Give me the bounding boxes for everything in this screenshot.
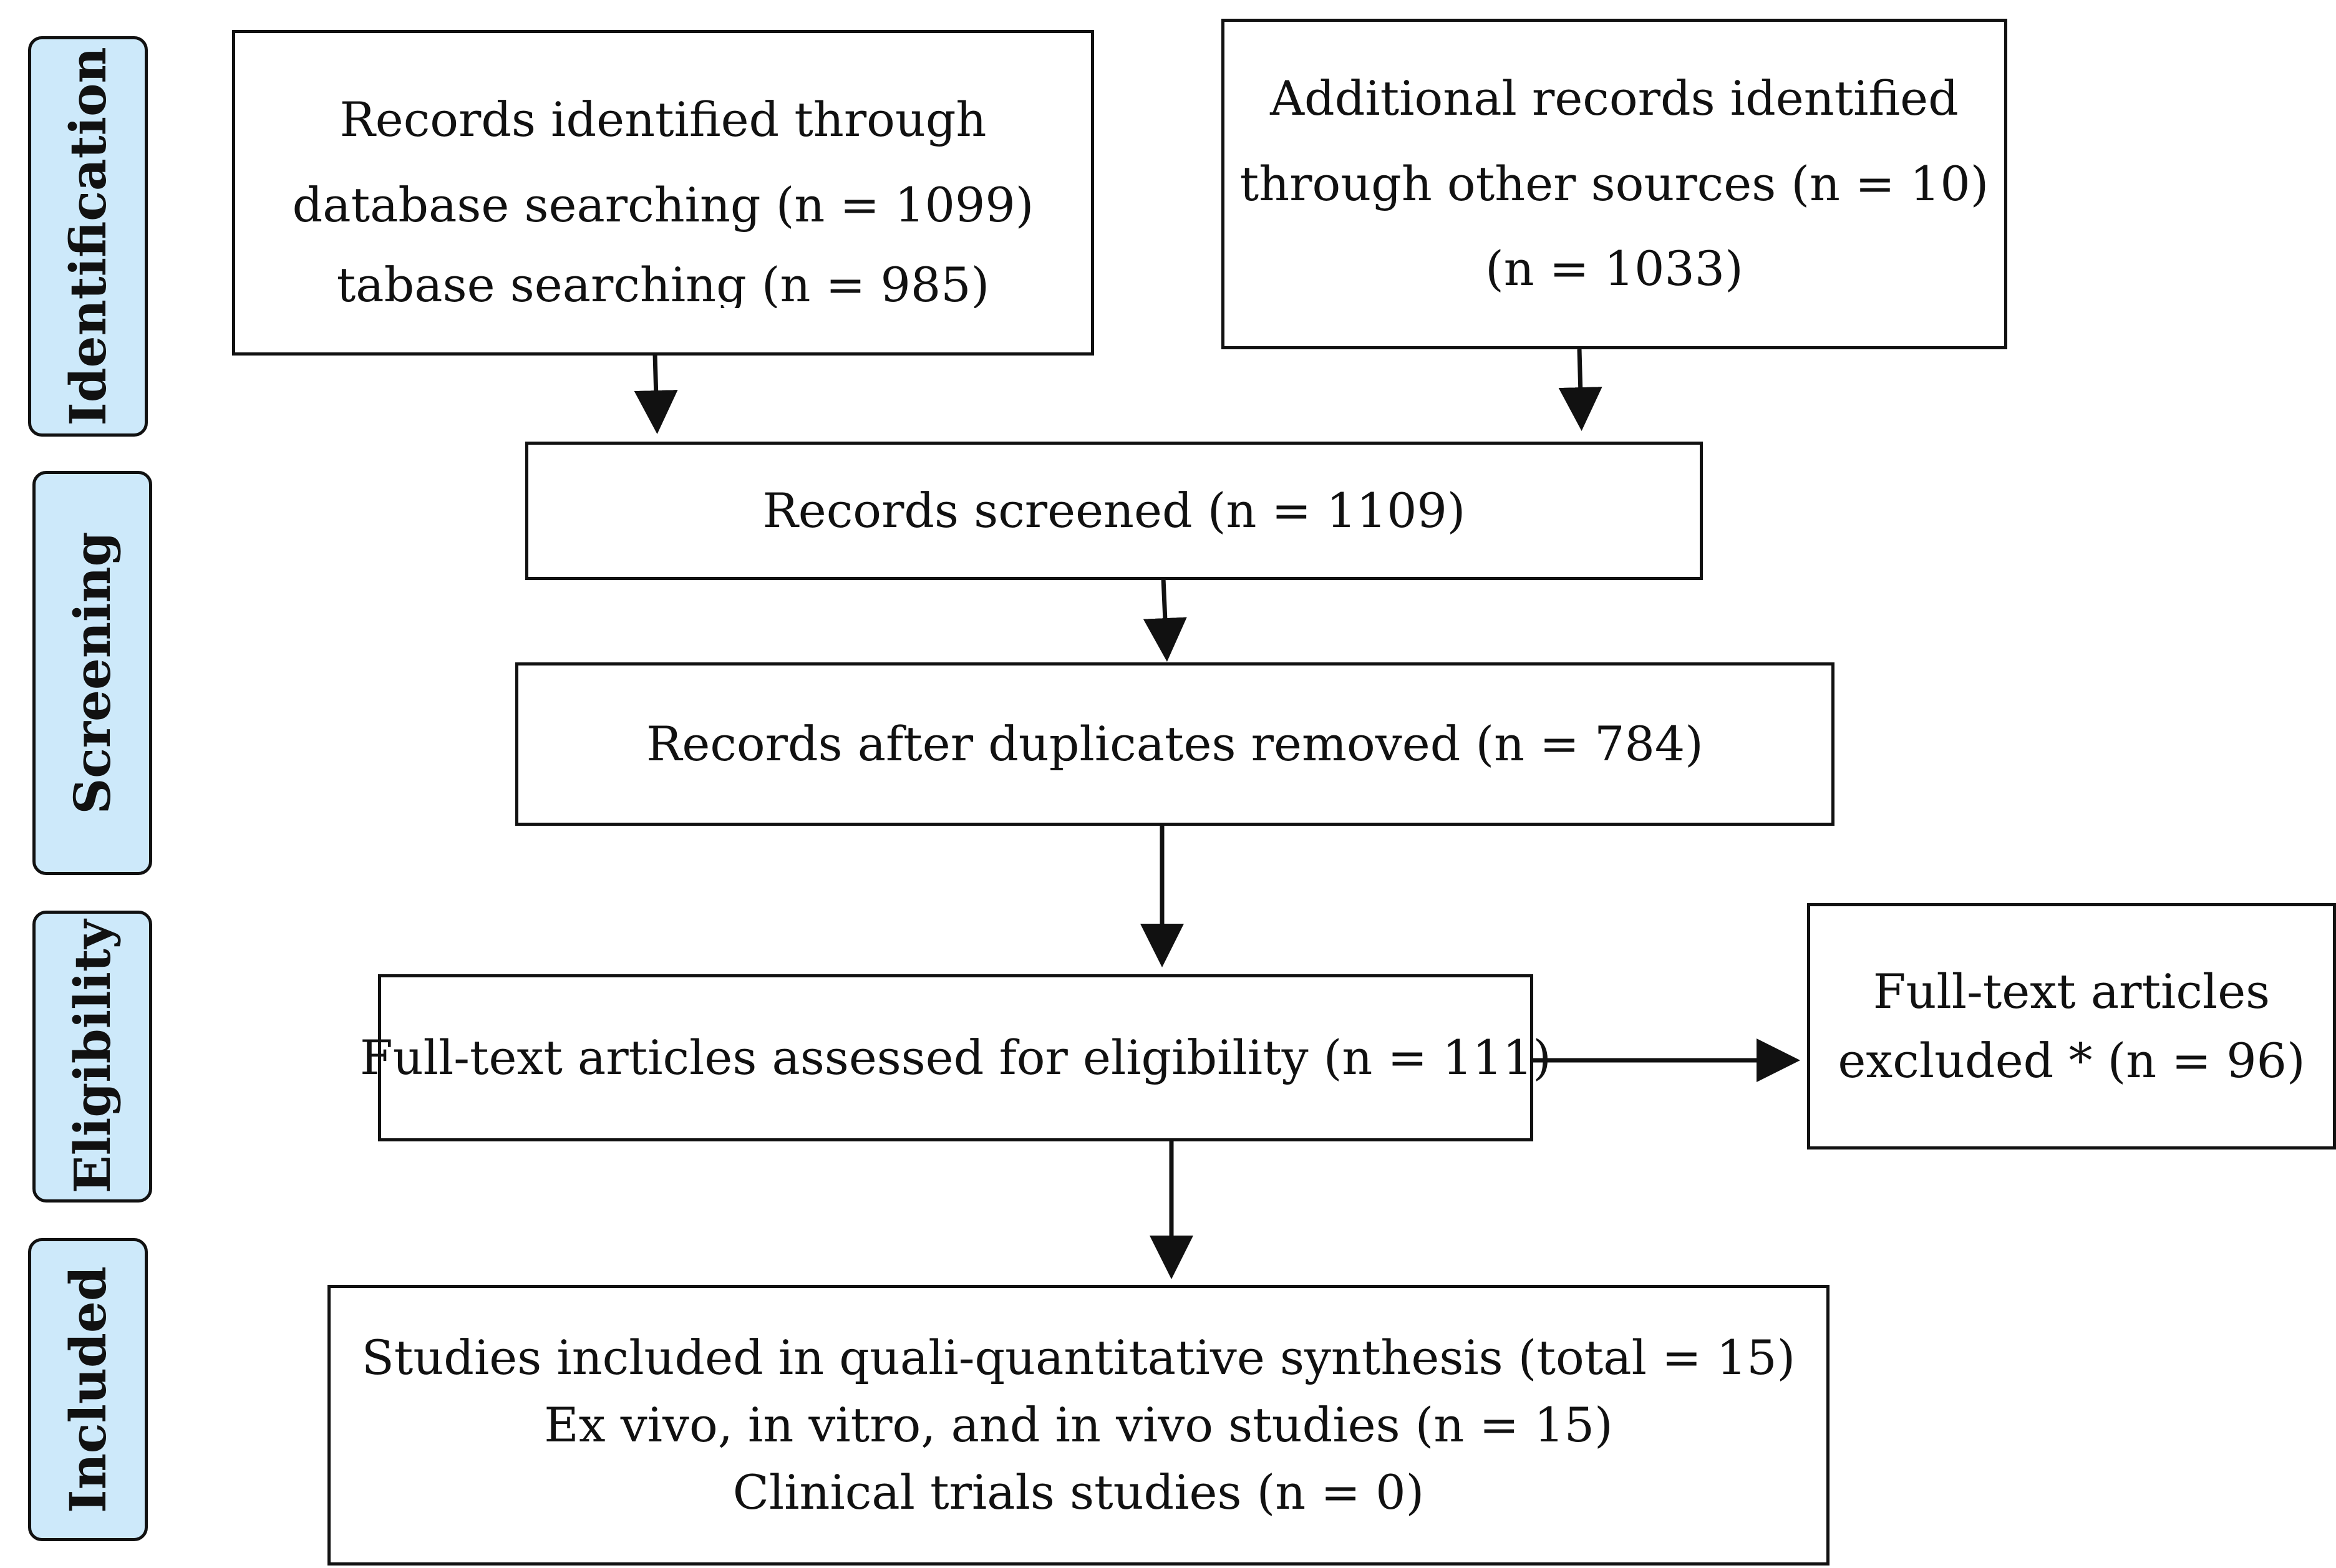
arrow-database-to-screened bbox=[634, 353, 678, 434]
stage-identification: Identification bbox=[28, 36, 148, 437]
box-other-sources: Additional records identified through ot… bbox=[1221, 19, 2007, 349]
box-line: Records after duplicates removed (n = 78… bbox=[646, 715, 1704, 772]
box-line: Full-text articles assessed for eligibil… bbox=[359, 1029, 1552, 1085]
box-database-search: Records identified through database sear… bbox=[232, 30, 1094, 356]
box-line: Clinical trials studies (n = 0) bbox=[732, 1464, 1425, 1520]
box-line: database searching (n = 1099) bbox=[292, 177, 1034, 233]
box-line: Additional records identified bbox=[1270, 70, 1959, 126]
arrow-other-to-screened bbox=[1558, 349, 1602, 431]
box-line: through other sources (n = 10) bbox=[1239, 155, 1989, 211]
box-line: Records screened (n = 1109) bbox=[762, 482, 1466, 538]
box-line: Ex vivo, in vitro, and in vivo studies (… bbox=[544, 1397, 1613, 1453]
stage-label-screening: Screening bbox=[63, 531, 122, 815]
stage-included: Included bbox=[28, 1238, 148, 1541]
box-eligibility-assessed: Full-text articles assessed for eligibil… bbox=[360, 974, 1551, 1141]
box-line: (n = 1033) bbox=[1485, 241, 1743, 297]
box-line: tabase searching (n = 985) bbox=[336, 256, 990, 308]
arrow-screened-to-duplicates bbox=[1143, 578, 1187, 662]
box-line: excluded * (n = 96) bbox=[1838, 1032, 2305, 1088]
stage-label-included: Included bbox=[59, 1266, 117, 1513]
stage-label-identification: Identification bbox=[59, 47, 117, 426]
box-excluded: Full-text articles excluded * (n = 96) bbox=[1807, 903, 2336, 1149]
box-records-screened: Records screened (n = 1109) bbox=[525, 442, 1703, 580]
box-line: Records identified through bbox=[339, 92, 987, 148]
stage-eligibility: Eligibility bbox=[32, 911, 152, 1203]
box-line: Full-text articles bbox=[1873, 964, 2271, 1020]
stage-screening: Screening bbox=[32, 471, 152, 875]
box-line: Studies included in quali-quantitative s… bbox=[361, 1330, 1796, 1386]
box-after-duplicates: Records after duplicates removed (n = 78… bbox=[515, 662, 1834, 826]
box-included-studies: Studies included in quali-quantitative s… bbox=[327, 1285, 1830, 1566]
stage-label-eligibility: Eligibility bbox=[63, 919, 122, 1194]
